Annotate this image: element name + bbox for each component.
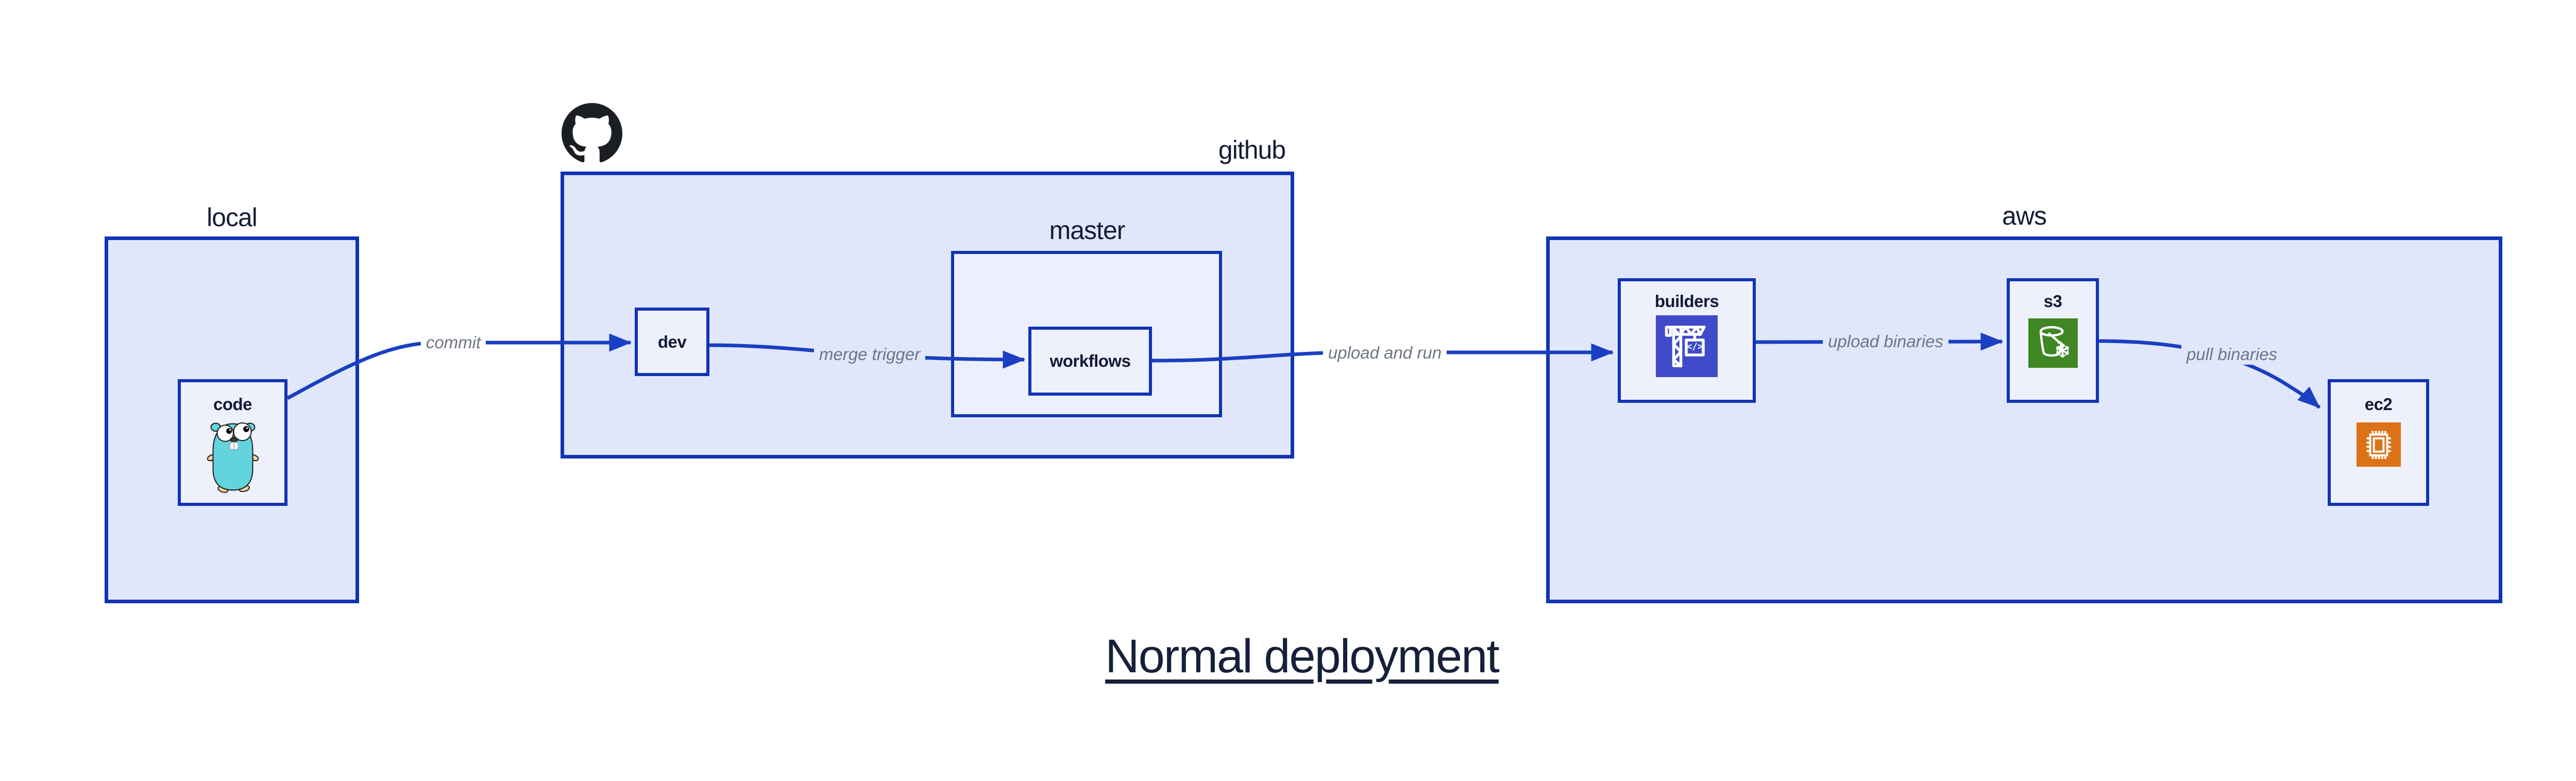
codebuild-code-glyph: </> [1686,342,1703,352]
aws-label: aws [2002,201,2047,230]
builders-node: builders </> [1618,278,1756,403]
ec2-chip-icon [2356,422,2401,467]
commit-edge-label: commit [420,332,486,353]
workflows-node: workflows [1028,327,1152,396]
s3-node-label: s3 [2043,292,2062,311]
local-label: local [207,203,258,232]
s3-node: s3 [2007,278,2099,403]
go-gopher-icon [205,417,261,494]
pull-binaries-edge-label: pull binaries [2181,344,2283,365]
codebuild-crane-icon: </> [1656,315,1718,377]
diagram-title: Normal deployment [1105,630,1500,683]
upload-binaries-edge-label: upload binaries [1823,331,1948,352]
master-label: master [1049,216,1126,245]
code-node: code [178,379,287,506]
merge-trigger-edge-label: merge trigger [814,344,926,365]
code-node-label: code [213,395,252,414]
workflows-node-label: workflows [1049,351,1131,370]
ec2-node-label: ec2 [2364,395,2393,414]
upload-and-run-edge-label: upload and run [1323,342,1447,364]
builders-node-label: builders [1654,292,1719,311]
github-octocat-icon [562,103,622,163]
ec2-node: ec2 [2328,379,2429,506]
dev-node: dev [635,308,709,376]
pull-binaries-arrow [2098,339,2321,409]
dev-node-label: dev [657,332,687,351]
s3-glacier-bucket-icon [2028,318,2078,368]
github-label: github [1218,135,1286,164]
